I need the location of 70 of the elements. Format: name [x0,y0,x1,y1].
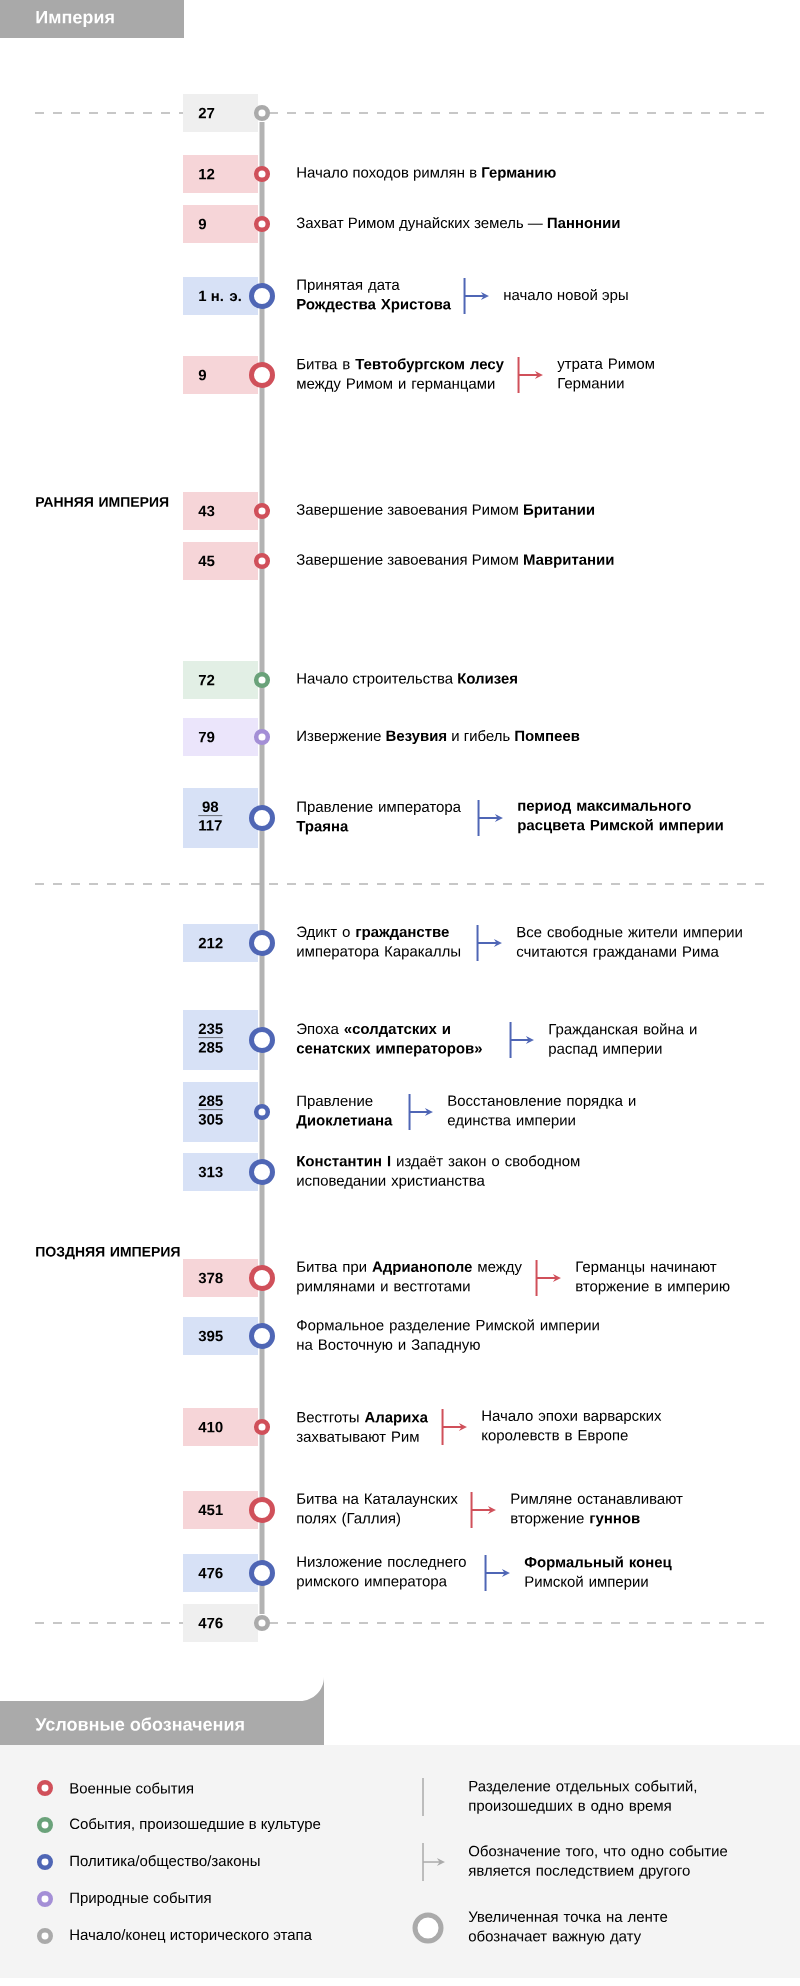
date-box: 378 [183,1259,258,1297]
legend-heading: Условные обозначения [0,1677,324,1745]
event-text: Низложение последнего римского императора [297,1556,466,1590]
event-text: Формальное разделение Римской империи на Восточную и Западную [297,1319,599,1353]
consequence-arrow [441,1408,467,1446]
date-box: 79 [183,718,258,756]
consequence-text: утрата Римом Германии [557,358,654,392]
date-box: 410 [183,1408,258,1446]
event-text: Правление Диоклетиана [296,1095,393,1129]
legend-text: Политика/общество/законы [70,1855,260,1869]
date-box: 476 [183,1554,258,1592]
event-text: Битва в Тевтобургском лесу между Римом и германцами [297,358,504,392]
consequence-arrow [476,924,502,962]
event-text: Правление императора Траяна [296,801,461,835]
consequence-text: Восстановление порядка и единства империи [447,1095,636,1129]
title-tab: Империя [0,0,184,38]
date-box: 285 305 [183,1082,258,1142]
date-box: 45 [183,542,258,580]
date-box: 1 н. э. [183,277,258,315]
date-box: 98 117 [183,788,258,848]
date-box: 12 [183,155,258,193]
date-box: 235 285 [183,1010,258,1070]
consequence-text: Римляне останавливают вторжение гуннов [511,1493,683,1527]
date-box: 395 [183,1317,258,1355]
event-text: Завершение завоевания Римом Мавритании [296,554,614,568]
consequence-text: Гражданская война и распад империи [549,1023,697,1057]
event-text: Завершение завоевания Римом Британии [296,504,594,518]
legend-text: Разделение отдельных событий, произошедших в одно время [469,1780,697,1814]
consequence-text: Формальный конец Римской империи [524,1556,672,1590]
event-text: Захват Римом дунайских земель — Паннонии [296,216,620,232]
date-box: 72 [183,661,258,699]
date-box: 451 [183,1491,258,1529]
event-text: Битва при Адрианополе между римлянами и вестготами [297,1261,522,1295]
legend-text: Обозначение того, что одно событие является последствием другого [468,1845,728,1879]
event-text: Начало походов римлян в Германию [297,167,556,181]
consequence-text: начало новой эры [504,288,628,304]
date-box: 27 [183,94,258,132]
date-box: 476 [183,1604,258,1642]
date-box: 212 [183,924,258,962]
event-text: Извержение Везувия и гибель Помпеев [297,730,580,745]
date-box: 9 [183,356,258,394]
consequence-text: Германцы начинают вторжение в империю [576,1261,730,1295]
consequence-arrow [484,1554,510,1592]
legend-text: Природные события [70,1892,211,1907]
event-text: Битва на Каталаунских полях (Галлия) [297,1493,458,1527]
consequence-arrow [463,277,489,315]
consequence-arrow [470,1491,496,1529]
consequence-arrow [535,1259,561,1297]
consequence-text: Начало эпохи варварских королевств в Европе [482,1410,662,1444]
era-label: РАННЯЯ ИМПЕРИЯ [36,497,169,507]
era-label: ПОЗДНЯЯ ИМПЕРИЯ [36,1246,180,1260]
legend-text: События, произошедшие в культуре [70,1818,321,1833]
date-box: 9 [183,205,258,243]
consequence-text: Все свободные жители империи считаются гражданами Рима [516,926,742,960]
event-text: Принятая дата Рождества Христова [297,279,452,313]
consequence-arrow [408,1093,433,1131]
event-text: Константин I издаёт закон о свободном исповедании христианства [297,1155,580,1189]
legend-text: Увеличенная точка на ленте обозначает важную дату [468,1911,668,1945]
legend-text: Начало/конец исторического этапа [70,1929,312,1943]
consequence-arrow [509,1021,534,1059]
consequence-arrow [477,799,503,837]
date-box: 43 [183,492,258,530]
date-box: 313 [183,1153,258,1191]
legend-text: Военные события [70,1782,193,1794]
event-text: Эдикт о гражданстве императора Каракаллы [297,926,461,960]
event-text: Вестготы Алариха захватывают Рим [296,1412,429,1442]
event-text: Эпоха «солдатских и сенатских императоров» [296,1023,482,1057]
consequence-text: период максимального расцвета Римской империи [518,802,723,834]
consequence-arrow [517,356,543,394]
event-text: Начало строительства Колизея [297,673,517,687]
